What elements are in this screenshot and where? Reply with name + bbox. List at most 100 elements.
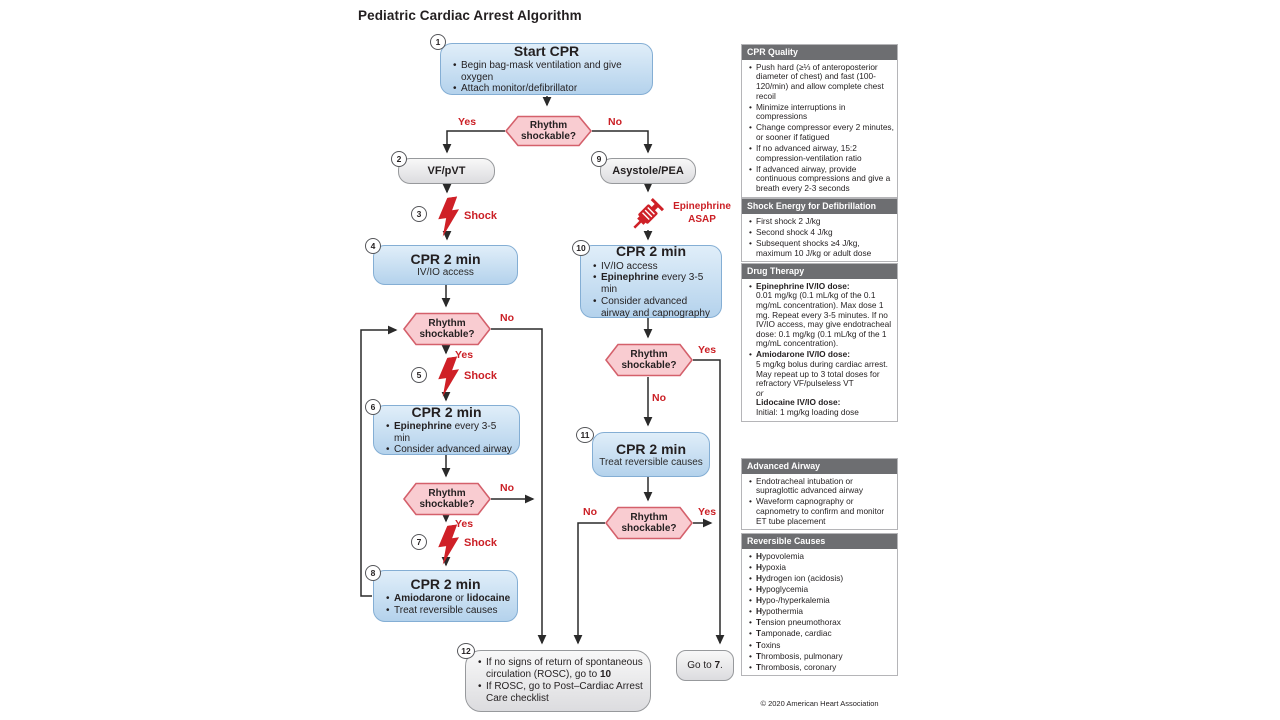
panel-section-header: Advanced Airway <box>742 459 897 474</box>
panel-bullet: Hydrogen ion (acidosis) <box>749 573 894 584</box>
panel-section-shock-energy: Shock Energy for Defibrillation First sh… <box>741 198 898 263</box>
rosc-outcome-box: If no signs of return of spontaneous cir… <box>465 650 651 712</box>
diamond-text: Rhythm <box>630 511 668 523</box>
diamond-text: shockable? <box>419 499 475 510</box>
epinephrine-asap-line: ASAP <box>688 213 716 225</box>
epinephrine-asap-line: Epinephrine <box>673 201 731 212</box>
panel-bullet: Subsequent shocks ≥4 J/kg, maximum 10 J/… <box>749 238 894 258</box>
panel-section-cpr-quality: CPR Quality Push hard (≥⅓ of anteroposte… <box>741 44 898 198</box>
diamond-text: Rhythm <box>428 487 466 499</box>
diamond-shape <box>605 506 693 540</box>
vf-pvt-box: VF/pVT <box>398 158 495 184</box>
shock-bolt-icon <box>438 196 460 237</box>
diamond-text: shockable? <box>621 523 677 534</box>
yes-label: Yes <box>698 506 717 518</box>
panel-bullet: Epinephrine IV/IO dose:0.01 mg/kg (0.1 m… <box>749 281 894 349</box>
start-cpr-bullet: Attach monitor/defibrillator <box>453 83 646 95</box>
panel-bullet: Hypoxia <box>749 562 894 573</box>
panel-bullet: Tension pneumothorax <box>749 618 894 628</box>
no-label: No <box>500 312 514 324</box>
panel-bullet: Hypothermia <box>749 606 894 617</box>
no-label: No <box>652 392 666 404</box>
yes-label: Yes <box>698 344 717 356</box>
copyright-notice: © 2020 American Heart Association <box>760 699 879 708</box>
rosc-bullet: If no signs of return of spontaneous cir… <box>478 657 644 681</box>
panel-section-drug-therapy: Drug Therapy Epinephrine IV/IO dose:0.01… <box>741 263 898 422</box>
cpr-subtitle: IV/IO access <box>417 267 474 279</box>
shock-label: Shock <box>464 537 498 549</box>
cpr-2min-box-10: CPR 2 min IV/IO access Epinephrine every… <box>580 243 722 320</box>
step-number-badge: 8 <box>365 565 381 581</box>
panel-section-header: Shock Energy for Defibrillation <box>742 199 897 214</box>
cpr-2min-box-4: CPR 2 min IV/IO access <box>373 245 518 285</box>
no-label: No <box>583 506 597 518</box>
goto-7-label: Go to 7. <box>687 660 723 671</box>
rosc-bullet: If ROSC, go to Post–Cardiac Arrest Care … <box>478 681 644 705</box>
diamond-text: Rhythm <box>428 317 466 329</box>
step-number-badge: 9 <box>591 151 607 167</box>
cpr-title: CPR 2 min <box>410 251 481 268</box>
step-number-badge: 7 <box>411 534 427 550</box>
panel-section-reversible-causes: Reversible Causes Hypovolemia Hypoxia Hy… <box>741 533 898 677</box>
step-number-badge: 12 <box>457 643 475 659</box>
cpr-2min-box-8: CPR 2 min Amiodarone or lidocaine Treat … <box>373 570 518 622</box>
diamond-shape <box>403 312 491 346</box>
yes-label: Yes <box>455 349 474 361</box>
panel-bullet: Push hard (≥⅓ of anteroposterior diamete… <box>749 62 894 101</box>
panel-bullet: First shock 2 J/kg <box>749 216 894 227</box>
cpr-title: CPR 2 min <box>411 403 482 420</box>
cpr-subtitle: Treat reversible causes <box>599 456 703 468</box>
panel-bullet: Minimize interruptions in compressions <box>749 102 894 122</box>
panel-bullet: Waveform capnography or capnometry to co… <box>749 497 894 526</box>
cpr-title: CPR 2 min <box>615 243 686 260</box>
vf-pvt-label: VF/pVT <box>427 165 466 177</box>
panel-bullet: Hypovolemia <box>749 551 894 562</box>
no-label: No <box>500 482 514 494</box>
diamond-text: shockable? <box>621 360 677 371</box>
epinephrine-asap-label: Epinephrine ASAP <box>666 201 738 226</box>
cpr-title: CPR 2 min <box>410 575 481 592</box>
diamond-text: Rhythm <box>529 119 568 131</box>
shock-label: Shock <box>464 210 498 222</box>
cpr-title: CPR 2 min <box>615 440 686 457</box>
cpr-bullet: Epinephrine every 3-5 min <box>386 421 513 445</box>
panel-bullet: If no advanced airway, 15:2 compression-… <box>749 143 894 163</box>
panel-section-advanced-airway: Advanced Airway Endotracheal intubation … <box>741 458 898 531</box>
syringe-icon <box>633 197 665 229</box>
panel-bullet: Tamponade, cardiac <box>749 629 894 639</box>
diamond-shape <box>505 115 592 147</box>
diamond-text: shockable? <box>520 131 577 142</box>
panel-section-header: CPR Quality <box>742 45 897 60</box>
cpr-2min-box-6: CPR 2 min Epinephrine every 3-5 min Cons… <box>373 403 520 456</box>
panel-bullet: Thrombosis, coronary <box>749 662 894 673</box>
panel-bullet: Toxins <box>749 640 894 651</box>
cpr-bullet: Epinephrine every 3-5 min <box>593 272 715 296</box>
step-number-badge: 6 <box>365 399 381 415</box>
page-title: Pediatric Cardiac Arrest Algorithm <box>358 8 582 23</box>
panel-section-header: Drug Therapy <box>742 264 897 279</box>
shock-bolt-icon <box>438 356 460 397</box>
cpr-2min-box-11: CPR 2 min Treat reversible causes <box>592 432 710 477</box>
cpr-bullet: Consider advanced airway and capnography <box>593 296 715 320</box>
panel-bullet: Hypo-/hyperkalemia <box>749 595 894 606</box>
panel-section-header: Reversible Causes <box>742 534 897 549</box>
diamond-text: shockable? <box>419 329 475 340</box>
panel-bullet: Endotracheal intubation or supraglottic … <box>749 476 894 496</box>
panel-bullet: Change compressor every 2 minutes, or so… <box>749 122 894 142</box>
asystole-pea-label: Asystole/PEA <box>612 165 684 177</box>
yes-label: Yes <box>455 518 474 530</box>
start-cpr-title: Start CPR <box>513 42 580 59</box>
step-number-badge: 2 <box>391 151 407 167</box>
panel-bullet: Amiodarone IV/IO dose:5 mg/kg bolus duri… <box>749 350 894 417</box>
diamond-shape <box>605 343 693 377</box>
cpr-bullet: IV/IO access <box>593 261 715 273</box>
asystole-pea-box: Asystole/PEA <box>600 158 696 184</box>
yes-label: Yes <box>458 116 477 128</box>
diamond-text: Rhythm <box>630 348 668 360</box>
panel-bullet: Hypoglycemia <box>749 584 894 595</box>
